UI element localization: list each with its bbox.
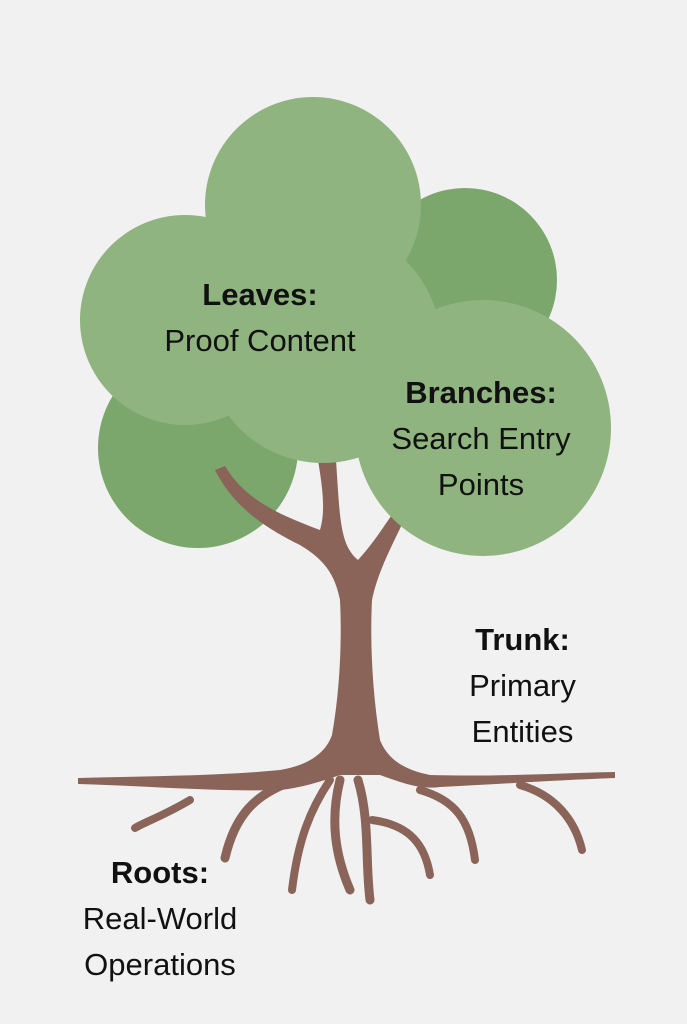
trunk-title: Trunk: <box>475 622 570 657</box>
roots-title: Roots: <box>110 855 210 890</box>
trunk-label: Trunk: Primary Entities <box>430 617 615 755</box>
root <box>131 796 194 832</box>
trunk-and-branches <box>78 460 615 791</box>
leaves-description: Proof Content <box>164 323 356 358</box>
branches-description-line-2: Points <box>437 467 525 502</box>
roots-description-line-2: Operations <box>84 947 236 982</box>
roots <box>131 775 586 905</box>
root <box>220 777 295 863</box>
branches-description-line-1: Search Entry <box>391 421 571 456</box>
root <box>288 776 334 894</box>
root <box>368 816 434 879</box>
root <box>330 775 355 895</box>
leaves-label: Leaves: Proof Content <box>120 272 400 364</box>
root <box>416 786 479 864</box>
branches-title: Branches: <box>405 375 557 410</box>
branches-label: Branches: Search Entry Points <box>350 370 612 508</box>
trunk-description-line-2: Entities <box>471 714 574 749</box>
roots-label: Roots: Real-World Operations <box>50 850 270 988</box>
trunk-description-line-1: Primary <box>469 668 576 703</box>
leaves-title: Leaves: <box>202 277 318 312</box>
root <box>516 781 586 854</box>
roots-description-line-1: Real-World <box>82 901 238 936</box>
foliage-right <box>355 300 611 556</box>
trunk <box>78 460 615 791</box>
root <box>353 775 375 905</box>
